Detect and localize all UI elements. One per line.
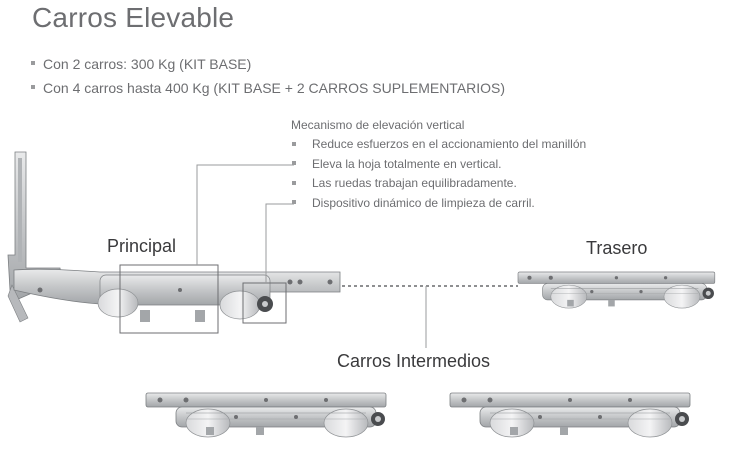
- mechanism-item: Las ruedas trabajan equilibradamente.: [292, 175, 586, 195]
- page-title: Carros Elevable: [32, 2, 235, 33]
- spec-text: Con 2 carros: 300 Kg (KIT BASE): [43, 56, 252, 72]
- bullet-icon: [31, 85, 35, 90]
- mechanism-text: Dispositivo dinámico de limpieza de carr…: [312, 195, 535, 210]
- bullet-icon: [292, 161, 296, 166]
- bullet-icon: [292, 141, 296, 146]
- trasero-carriage: [517, 271, 716, 309]
- mechanism-item: Dispositivo dinámico de limpieza de carr…: [292, 195, 586, 215]
- principal-carriage: [7, 151, 341, 334]
- mechanism-item: Eleva la hoja totalmente en vertical.: [292, 156, 586, 176]
- mechanism-list: Reduce esfuerzos en el accionamiento del…: [292, 136, 586, 214]
- mechanism-text: Reduce esfuerzos en el accionamiento del…: [312, 137, 587, 151]
- intermediate-carriage-left: [145, 392, 387, 438]
- label-principal: Principal: [107, 236, 177, 256]
- mechanism-text: Eleva la hoja totalmente en vertical.: [312, 156, 502, 171]
- spec-item: Con 4 carros hasta 400 Kg (KIT BASE + 2 …: [31, 79, 505, 103]
- bullet-icon: [292, 180, 296, 185]
- bullet-icon: [31, 61, 35, 66]
- label-trasero: Trasero: [586, 238, 648, 258]
- callout-lines: [196, 164, 294, 283]
- mechanism-item: Reduce esfuerzos en el accionamiento del…: [292, 136, 586, 156]
- mechanism-text: Las ruedas trabajan equilibradamente.: [312, 176, 517, 190]
- spec-list: Con 2 carros: 300 Kg (KIT BASE) Con 4 ca…: [31, 55, 505, 103]
- bullet-icon: [292, 200, 296, 205]
- mechanism-title: Mecanismo de elevación vertical: [291, 118, 465, 132]
- spec-item: Con 2 carros: 300 Kg (KIT BASE): [31, 55, 505, 79]
- spec-text: Con 4 carros hasta 400 Kg (KIT BASE + 2 …: [43, 80, 506, 96]
- label-intermedios: Carros Intermedios: [337, 351, 491, 371]
- intermediate-carriage-right: [449, 392, 691, 438]
